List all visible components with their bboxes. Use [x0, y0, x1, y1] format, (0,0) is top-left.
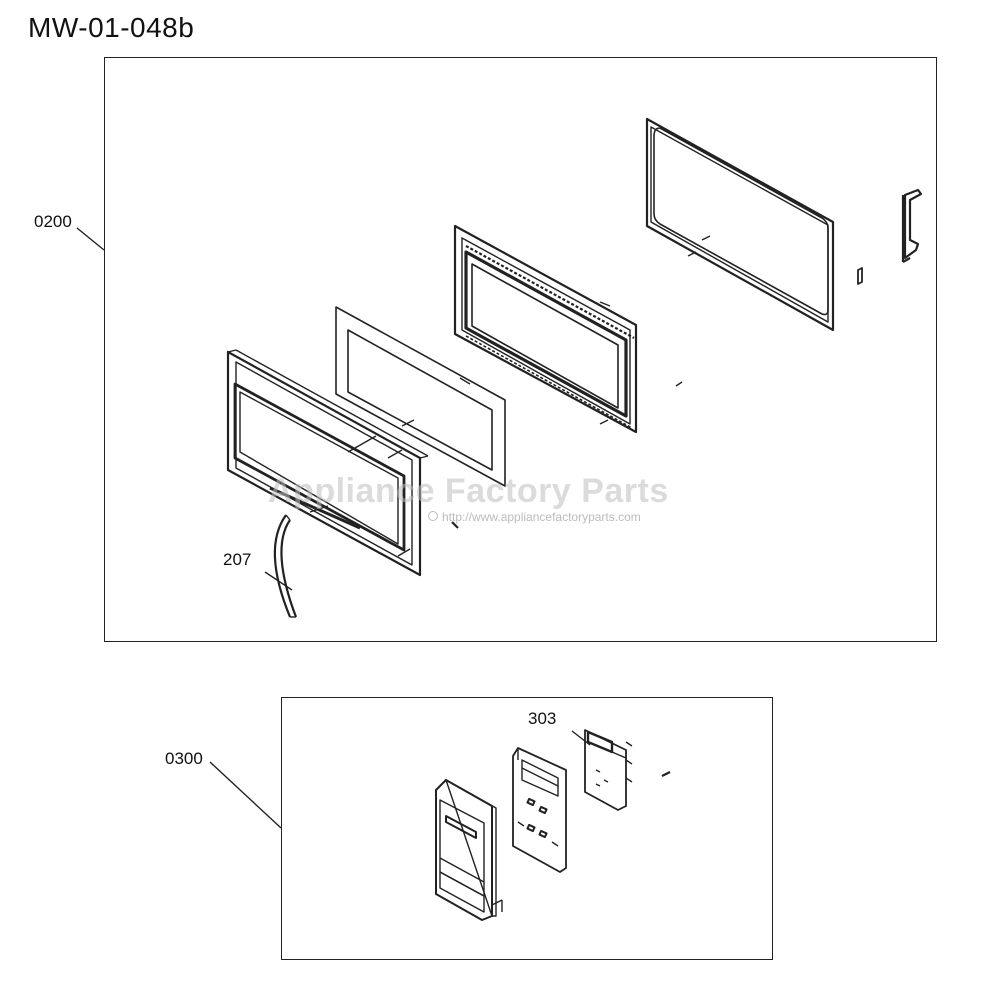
leader-line-0200: [76, 227, 105, 251]
door-front-frame: [226, 349, 429, 577]
callout-label-207: 207: [223, 550, 252, 569]
control-board-303: [584, 729, 633, 811]
control-panel-assembly-frame: [281, 697, 773, 960]
door-inner-choke-frame: [453, 224, 683, 434]
latch-pin: [857, 267, 863, 285]
watermark-brand: Appliance Factory Parts: [268, 472, 669, 510]
diagram-code-title: MW-01-048b: [28, 12, 195, 43]
callout-label-0200: 0200: [34, 212, 72, 231]
screw: [451, 521, 459, 529]
door-latch-hook: [901, 188, 923, 263]
callout-label-303: 303: [528, 709, 557, 728]
watermark-url: http://www.appliancefactoryparts.com: [442, 510, 641, 524]
callout-label-0300: 0300: [165, 749, 203, 768]
control-panel-front: [435, 779, 503, 921]
leader-line-303: [571, 730, 591, 746]
leader-line-0300: [209, 761, 282, 829]
door-glass-panel: [335, 306, 506, 487]
screw: [661, 771, 671, 777]
globe-icon: [428, 511, 438, 521]
choke-seal-strip: [273, 514, 298, 618]
control-panel-bracket: [512, 747, 567, 873]
door-inner-plate: [645, 117, 835, 332]
door-assembly-frame: [104, 57, 937, 642]
